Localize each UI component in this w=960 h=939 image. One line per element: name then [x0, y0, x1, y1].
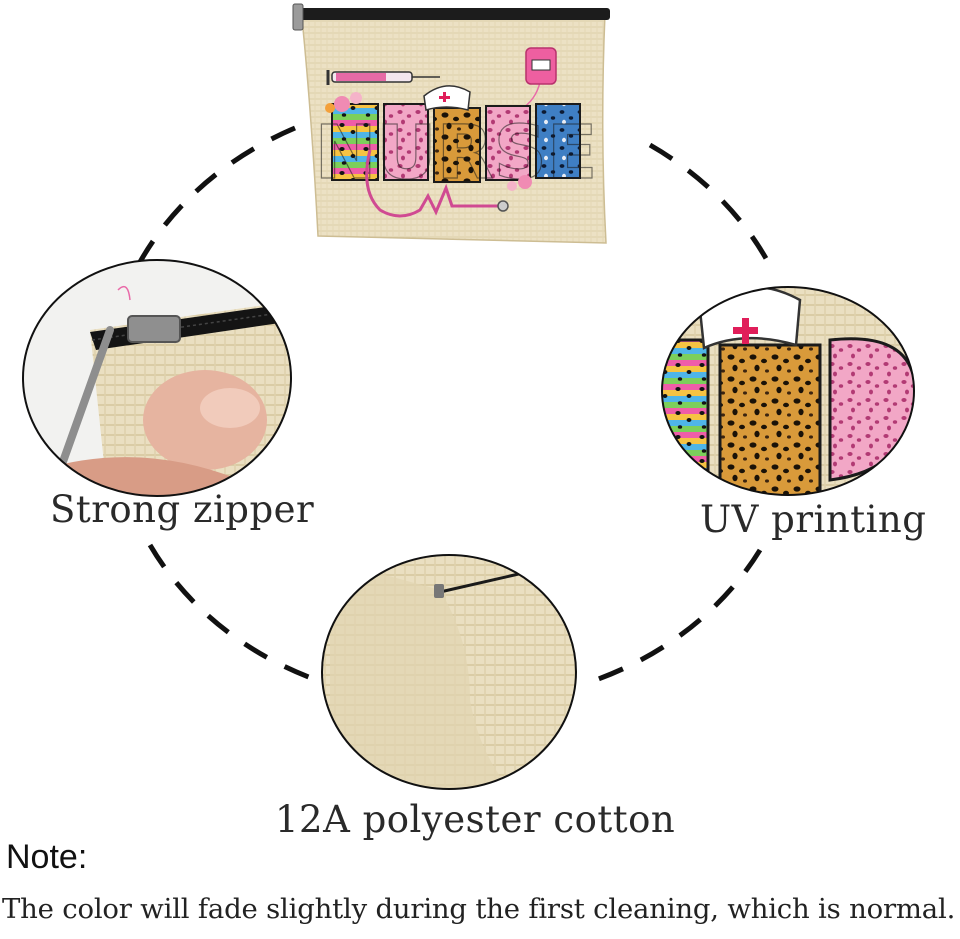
strong-zipper-label: Strong zipper	[50, 488, 315, 531]
syringe-icon	[326, 70, 440, 85]
product-bag: NURSE	[292, 3, 610, 244]
uv-printing-label: UV printing	[700, 498, 927, 541]
note-text: The color will fade slightly during the …	[2, 893, 956, 925]
bag-print-nurse: NURSE	[314, 103, 598, 197]
material-label: 12A polyester cotton	[275, 798, 676, 841]
zipper-track	[296, 8, 610, 20]
flower-decoration	[325, 92, 532, 191]
material-detail-photo	[321, 554, 577, 790]
dashed-ring	[137, 125, 771, 685]
nurse-cap-icon	[423, 85, 471, 111]
note-title: Note:	[6, 838, 88, 876]
uv-printing-detail-photo	[661, 286, 915, 496]
stethoscope-icon	[365, 149, 509, 218]
zipper-detail-photo	[22, 259, 292, 497]
bag-print-text: NURSE	[315, 110, 598, 196]
zipper-pull	[292, 3, 304, 31]
